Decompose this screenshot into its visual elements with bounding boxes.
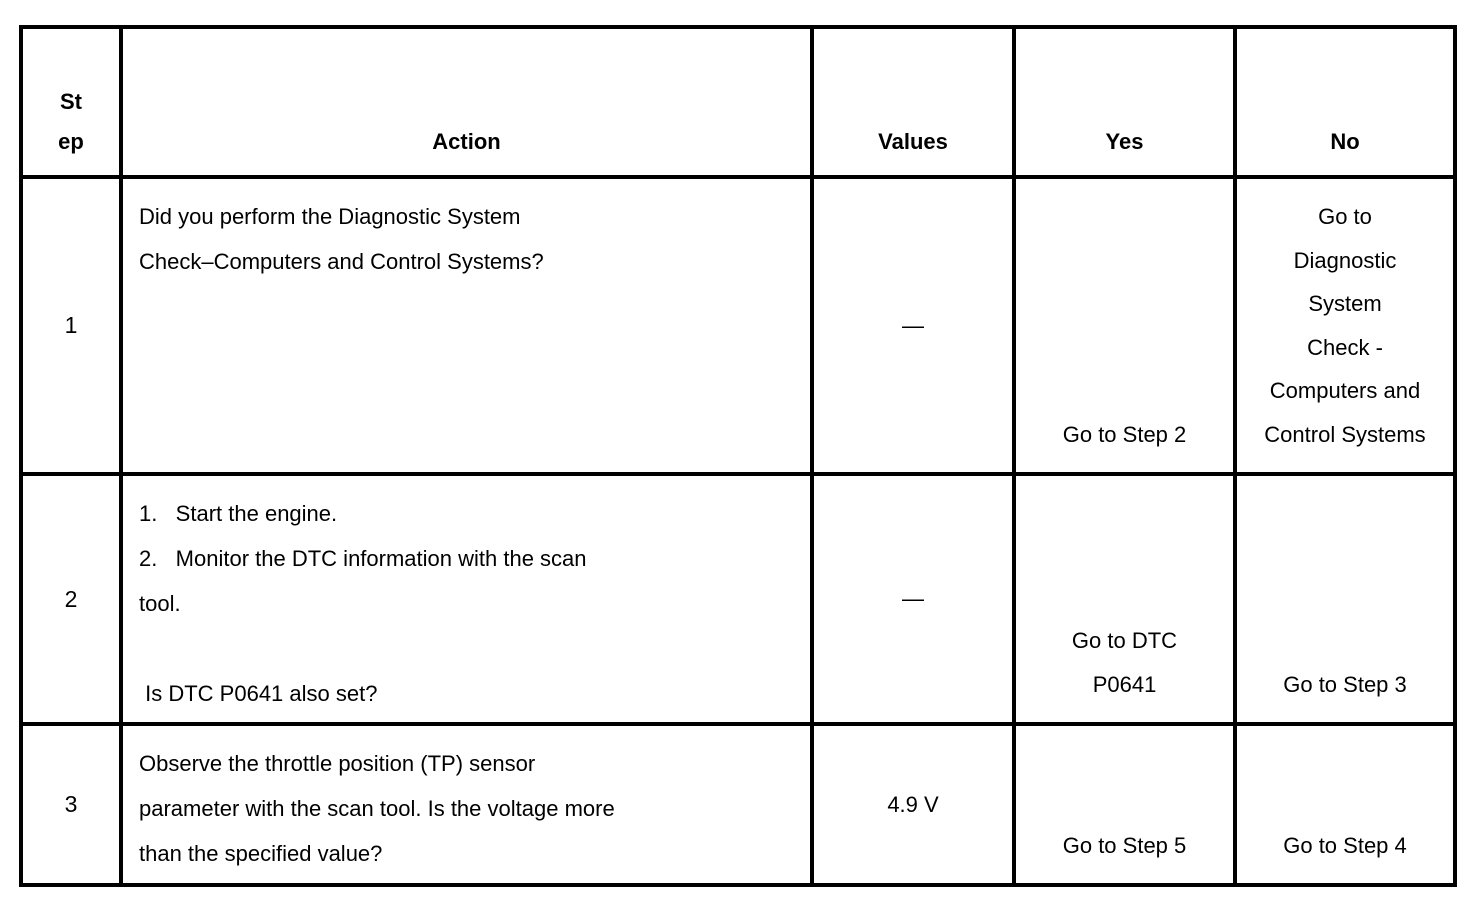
- column-header-action: Action: [119, 25, 814, 179]
- step-number: 3: [19, 722, 123, 887]
- column-header-yes: Yes: [1012, 25, 1237, 179]
- column-header-values: Values: [810, 25, 1016, 179]
- yes-result-text: Go to DTC P0641: [1012, 472, 1237, 726]
- values-text: 4.9 V: [810, 722, 1016, 887]
- yes-result-text: Go to Step 5: [1012, 722, 1237, 887]
- yes-result-text: Go to Step 2: [1012, 175, 1237, 476]
- action-text: Observe the throttle position (TP) senso…: [119, 722, 814, 887]
- column-header-no: No: [1233, 25, 1457, 179]
- step-number: 1: [19, 175, 123, 476]
- values-text: —: [810, 472, 1016, 726]
- no-result-text: Go to Step 4: [1233, 722, 1457, 887]
- step-number: 2: [19, 472, 123, 726]
- column-header-step: St ep: [19, 25, 123, 179]
- action-text: 1. Start the engine. 2. Monitor the DTC …: [119, 472, 814, 726]
- values-text: —: [810, 175, 1016, 476]
- no-result-text: Go to Step 3: [1233, 472, 1457, 726]
- no-result-text: Go to Diagnostic System Check - Computer…: [1233, 175, 1457, 476]
- table-row-step-1: 1 Did you perform the Diagnostic System …: [19, 175, 1457, 476]
- header-row: St ep Action Values Yes No: [19, 25, 1457, 179]
- action-text: Did you perform the Diagnostic System Ch…: [119, 175, 814, 476]
- table-row-step-2: 2 1. Start the engine. 2. Monitor the DT…: [19, 472, 1457, 726]
- diagnostic-step-table: St ep Action Values Yes No 1 Did you per…: [19, 25, 1457, 887]
- table-row-step-3: 3 Observe the throttle position (TP) sen…: [19, 722, 1457, 887]
